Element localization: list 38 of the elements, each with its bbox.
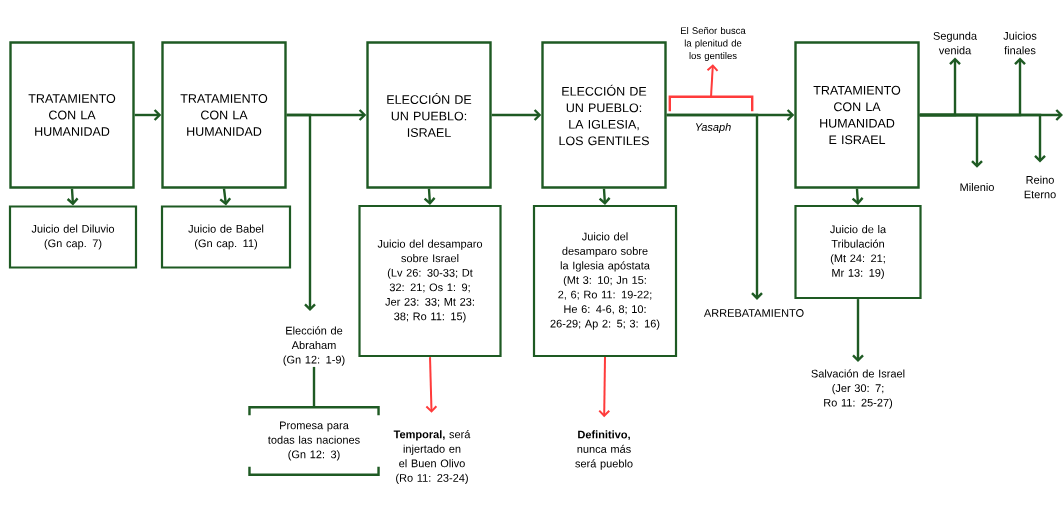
arrow [134,109,162,121]
stage-box: TRATAMIENTO CON LA HUMANIDAD E ISRAEL [794,41,920,189]
arrow [598,356,611,418]
stage-box: TRATAMIENTO CON LA HUMANIDAD [9,41,135,189]
arrow [919,113,1046,163]
annotation-text: El Señor busca la plenitud de los gentiles [681,27,746,61]
annotation-text: Salvación de Israel (Jer 30: 7; Ro 11: 25-27) [811,369,905,409]
arrow [598,188,611,205]
annotation-text: ARREBATAMIENTO [703,309,804,317]
judgment-box: Juicio del Diluvio (Gn cap. 7) [8,205,138,269]
stage-box: ELECCIÓN DE UN PUEBLO: LA IGLESIA, LOS GENTILES [541,41,667,189]
judgment-box: Juicio de Babel (Gn cap. 11) [160,205,292,269]
judgment-box: Juicio de la Tribulación (Mt 24: 21; Mr 13: 19) [794,204,922,300]
arrow [286,113,316,312]
annotation-text: Milenio [960,182,994,192]
arrow [491,109,542,121]
annotation-text: Elección de Abraham (Gn 12: 1-9) [283,326,345,366]
bracketed-note: Promesa para todas las naciones (Gn 12: 3) [248,406,380,476]
annotation-text: Temporal, será injertado en el Buen Olivo (Ro 11: 23-24) [393,430,471,484]
arrow [425,356,438,413]
line-label: Yasaph [695,122,731,134]
stage-box: TRATAMIENTO CON LA HUMANIDAD [161,41,287,189]
bracket [668,95,754,112]
arrow [706,64,719,98]
arrow [423,188,436,205]
arrow [851,188,864,205]
connector [312,366,316,408]
annotation-text: Reino Eterno [1024,175,1056,199]
arrow [219,188,232,206]
judgment-box: Juicio del desamparo sobre Israel (Lv 26: 30-33; Dt 32: 21; Os 1: 9; Jer 23: 33; Mt 23: 38; Ro 11: 15) [358,204,502,358]
arrow [666,113,763,300]
judgment-box: Juicio del desamparo sobre la Iglesia apóstata (Mt 3: 10; Jn 15: 2, 6; Ro 11: 19-22; He 6: 4-6, 8; 10: 26-29; Ap 2: 5; 3: 16) [532,204,678,358]
annotation-text: Juicios finales [1003,31,1037,55]
arrow [852,299,864,363]
arrow [66,188,79,206]
annotation-text: Definitivo, nunca más será pueblo [575,430,633,470]
stage-box: ELECCIÓN DE UN PUEBLO: ISRAEL [366,41,492,189]
annotation-text: Segunda venida [933,31,977,55]
